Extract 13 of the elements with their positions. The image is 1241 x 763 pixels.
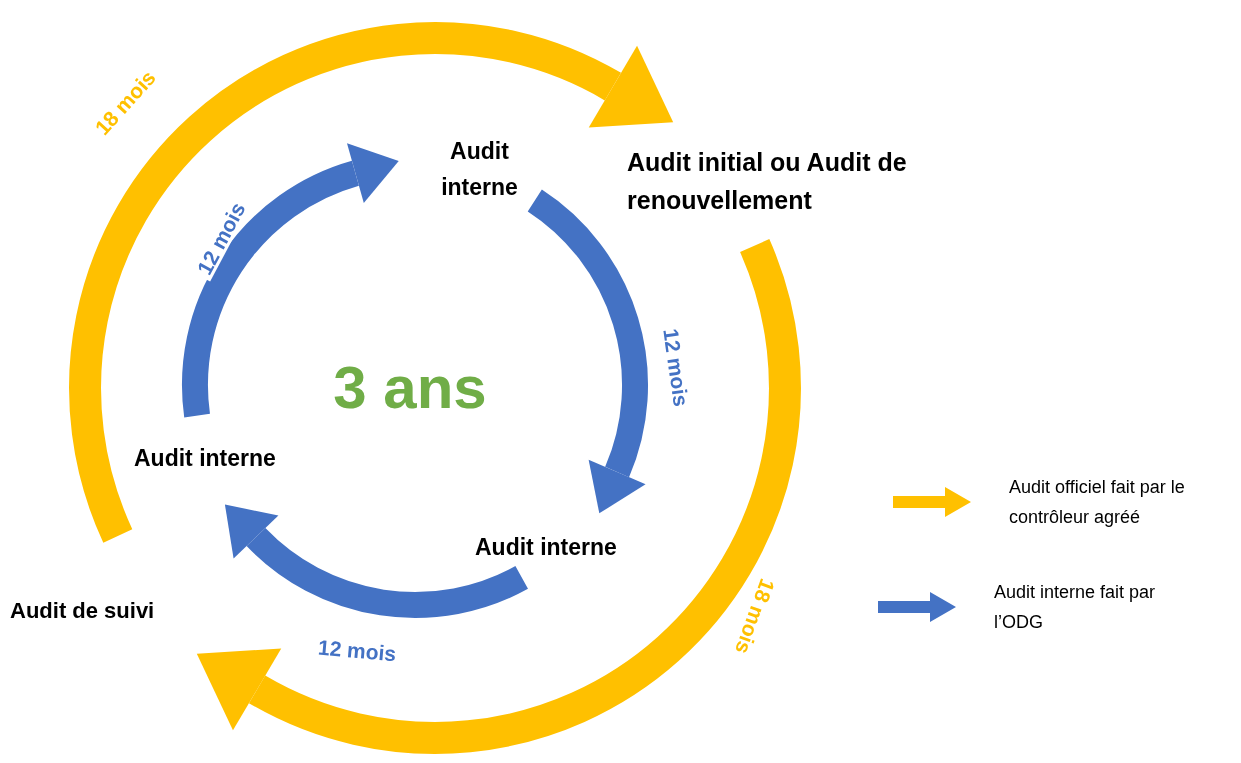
audit-label: Audit de suivi — [10, 594, 210, 627]
curved-arrow — [527, 190, 648, 515]
curved-arrow — [182, 143, 398, 417]
center-title: 3 ans — [332, 358, 488, 418]
curved-arrow — [194, 240, 801, 754]
audit-label: Audit interne — [422, 133, 537, 205]
curved-arrow — [223, 506, 528, 618]
legend-text: Audit interne fait par l’ODG — [994, 581, 1157, 634]
curved-arrow — [69, 22, 676, 542]
legend-text: Audit officiel fait par le contrôleur agréé — [1009, 476, 1186, 529]
audit-label: Audit initial ou Audit de renouvellement — [627, 143, 927, 219]
audit-label: Audit interne — [134, 441, 324, 476]
audit-label: Audit interne — [475, 530, 665, 565]
